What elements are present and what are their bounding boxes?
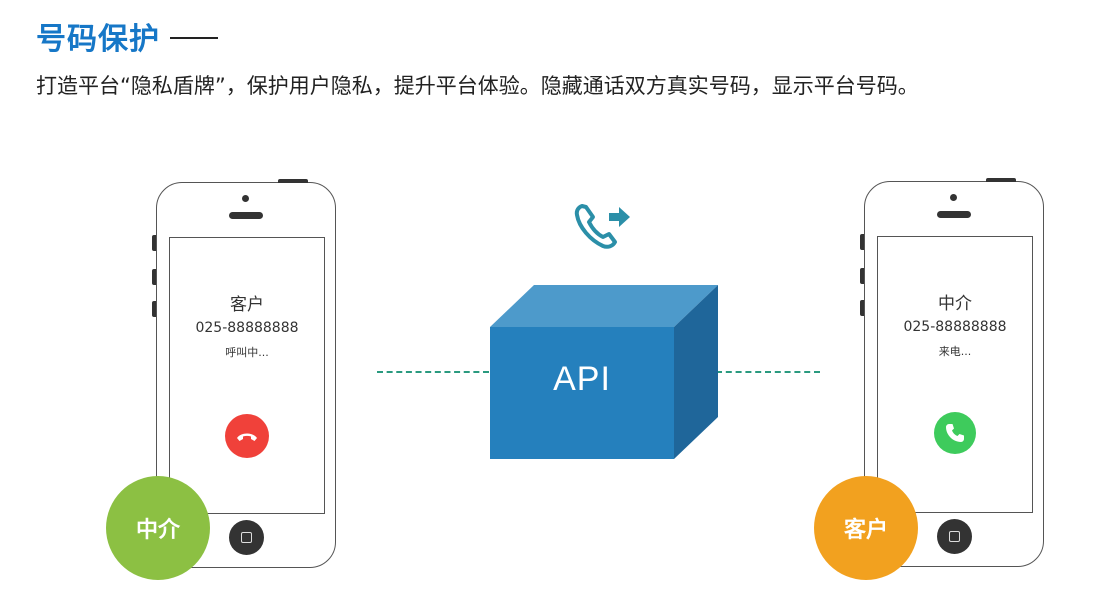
left-connector bbox=[377, 371, 489, 373]
caller-number: 025-88888888 bbox=[195, 320, 299, 336]
phone-screen: 客户 025-88888888 呼叫中... bbox=[169, 237, 325, 514]
hangup-button[interactable] bbox=[225, 414, 269, 458]
cube-front-face bbox=[490, 327, 674, 459]
side-button bbox=[860, 300, 864, 316]
phone-screen: 中介 025-88888888 来电... bbox=[877, 236, 1033, 513]
answer-button[interactable] bbox=[934, 412, 976, 454]
home-button[interactable] bbox=[229, 520, 264, 555]
top-button bbox=[278, 179, 308, 183]
side-button bbox=[860, 234, 864, 250]
right-phone: 中介 025-88888888 来电... bbox=[860, 178, 1044, 567]
caller-name: 中介 bbox=[938, 294, 972, 314]
speaker bbox=[229, 212, 263, 219]
phone-forward-icon bbox=[574, 204, 630, 249]
api-cube bbox=[490, 285, 718, 459]
answer-icon bbox=[946, 424, 964, 442]
home-button[interactable] bbox=[937, 519, 972, 554]
cube-top-face bbox=[490, 285, 718, 327]
side-button bbox=[152, 301, 156, 317]
hangup-icon bbox=[237, 433, 257, 441]
camera bbox=[242, 195, 249, 202]
side-button bbox=[860, 268, 864, 284]
camera bbox=[950, 194, 957, 201]
side-button bbox=[152, 235, 156, 251]
page-title: 号码保护 bbox=[36, 22, 160, 57]
call-status: 呼叫中... bbox=[225, 346, 269, 359]
title-underline bbox=[170, 37, 218, 39]
call-status: 来电... bbox=[938, 345, 972, 358]
cube-side-face bbox=[674, 285, 718, 459]
page-subtitle: 打造平台“隐私盾牌”，保护用户隐私，提升平台体验。隐藏通话双方真实号码，显示平台… bbox=[36, 74, 919, 98]
api-label: API bbox=[553, 360, 611, 398]
caller-number: 025-88888888 bbox=[903, 319, 1007, 335]
caller-name: 客户 bbox=[230, 295, 264, 315]
speaker bbox=[937, 211, 971, 218]
right-connector bbox=[716, 371, 820, 373]
top-button bbox=[986, 178, 1016, 182]
side-button bbox=[152, 269, 156, 285]
right-role-badge: 客户 bbox=[814, 476, 918, 580]
left-role-badge: 中介 bbox=[106, 476, 210, 580]
